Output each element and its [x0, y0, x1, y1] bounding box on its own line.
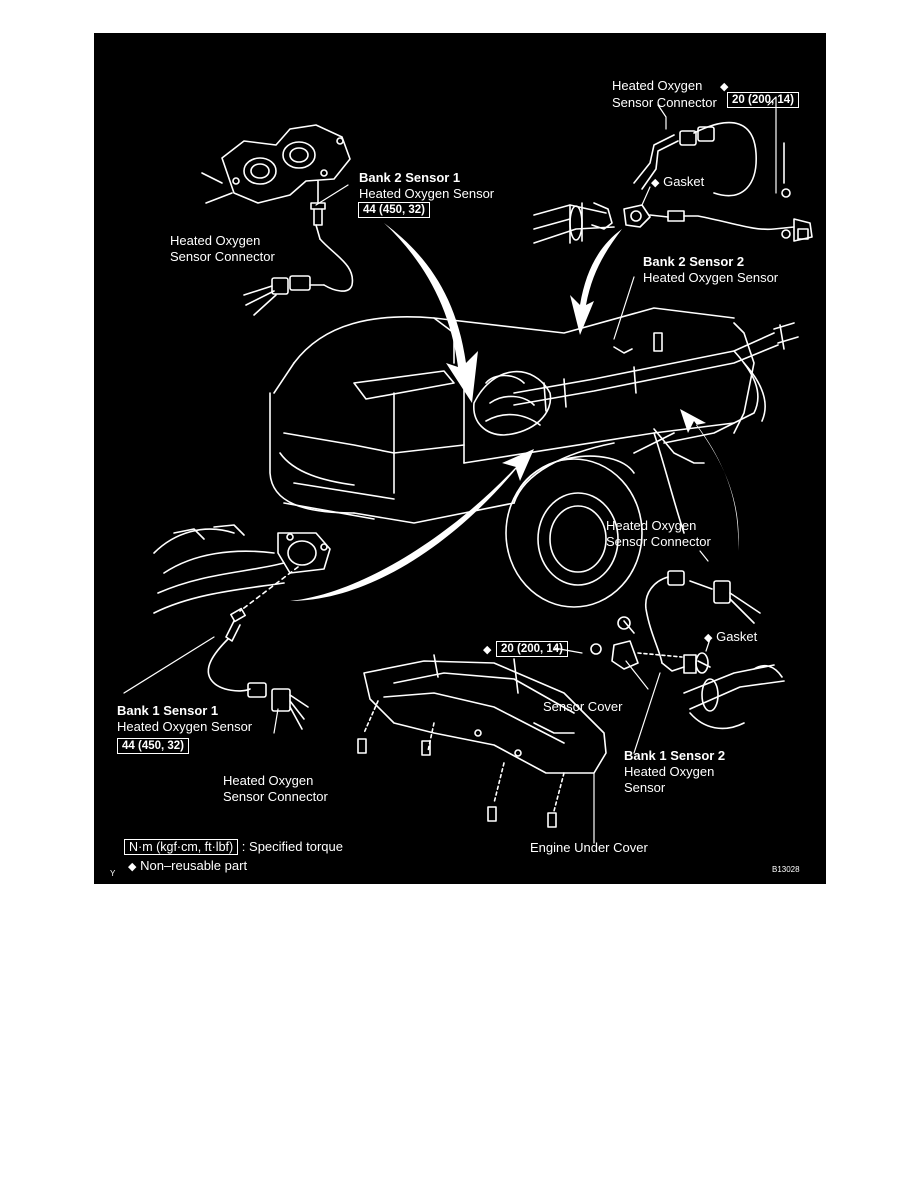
- bank1-sensor1: [207, 566, 299, 692]
- bank2-manifold-flange: [201, 124, 351, 204]
- bank1-sensor1-title: Bank 1 Sensor 1: [117, 703, 219, 718]
- bank1-sensor2: [590, 616, 711, 674]
- bank1-sensor2-connector: [644, 570, 761, 664]
- exploded-diagram: Bank 2 Sensor 1 Heated Oxygen Sensor 44 …: [94, 33, 826, 884]
- bank1-sensor1-torque-box: 44 (450, 32): [117, 738, 190, 754]
- connector-label-mid-right-line2: Sensor Connector: [606, 534, 711, 549]
- corner-mark: Y: [110, 869, 116, 878]
- bank1-sensor1-label: Bank 1 Sensor 1 Heated Oxygen Sensor: [117, 703, 252, 735]
- connector-label-top-left-line1: Heated Oxygen: [170, 233, 261, 248]
- connector-label-top-right-line2: Sensor Connector: [612, 95, 717, 110]
- bank2-sensor2-label: Bank 2 Sensor 2 Heated Oxygen Sensor: [643, 254, 778, 286]
- legend-torque-text: : Specified torque: [241, 839, 343, 854]
- gasket-label-top-text: Gasket: [663, 174, 705, 189]
- bank2-sensor1-label: Bank 2 Sensor 1 Heated Oxygen Sensor: [359, 170, 494, 202]
- bank2-sensor1-subtitle: Heated Oxygen Sensor: [359, 186, 495, 201]
- bank2-sensor1-title: Bank 2 Sensor 1: [359, 170, 461, 185]
- connector-label-mid-right: Heated Oxygen Sensor Connector: [606, 518, 711, 550]
- nonreusable-diamond-icon: ◆: [483, 644, 492, 656]
- gasket-label-top: ◆ Gasket: [651, 174, 704, 191]
- connector-label-top-right: Heated Oxygen ◆ Sensor Connector: [612, 78, 728, 111]
- bank1-sensor1-subtitle: Heated Oxygen Sensor: [117, 719, 253, 734]
- bank2-sensor2-subtitle: Heated Oxygen Sensor: [643, 270, 779, 285]
- cover-torque-box: 20 (200, 14): [496, 641, 569, 657]
- bank2-sensor1: [310, 180, 354, 292]
- legend-nonreusable-text: Non–reusable part: [140, 858, 248, 873]
- connector-label-top-left: Heated Oxygen Sensor Connector: [170, 233, 275, 265]
- bank1-exhaust-pipe: [683, 664, 785, 730]
- legend-torque-box: N·m (kgf·cm, ft·lbf): [124, 839, 239, 855]
- connector-label-top-left-line2: Sensor Connector: [170, 249, 275, 264]
- vehicle-front: [269, 307, 755, 534]
- engine-under-cover: [357, 654, 607, 828]
- connector-label-mid-right-line1: Heated Oxygen: [606, 518, 697, 533]
- gasket-label-bottom: ◆ Gasket: [704, 629, 757, 646]
- cover-torque-diamond: ◆: [483, 641, 491, 658]
- bank2-sensor1-torque-box: 44 (450, 32): [358, 202, 431, 218]
- legend-nonreusable: ◆ Non–reusable part: [128, 858, 247, 875]
- bank1-sensor2-subtitle-line2: Sensor: [624, 780, 666, 795]
- sensor-cover-label: Sensor Cover: [543, 699, 623, 714]
- diagram-illustration: [123, 96, 813, 844]
- bank2-sensor2-title: Bank 2 Sensor 2: [643, 254, 745, 269]
- bank1-sensor1-connector: [247, 682, 309, 730]
- location-arrows: [290, 223, 739, 601]
- bank1-sensor2-label: Bank 1 Sensor 2 Heated Oxygen Sensor: [624, 748, 725, 796]
- connector-label-bottom-left-line1: Heated Oxygen: [223, 773, 314, 788]
- leader-lines: [123, 96, 777, 844]
- front-wheel: [505, 455, 643, 608]
- connector-label-bottom-left-line2: Sensor Connector: [223, 789, 328, 804]
- figure-id: B13028: [772, 865, 800, 874]
- bank1-manifold: [153, 524, 331, 614]
- bank2-sensor1-connector: [243, 275, 325, 316]
- nonreusable-diamond-icon: ◆: [651, 177, 660, 189]
- connector-label-bottom-left: Heated Oxygen Sensor Connector: [223, 773, 328, 805]
- bank2-sensor2-assembly: [533, 121, 813, 244]
- bank1-sensor2-title: Bank 1 Sensor 2: [624, 748, 726, 763]
- nonreusable-diamond-icon: ◆: [128, 861, 137, 873]
- exhaust-pipe-in-car: [513, 322, 799, 464]
- engine-under-cover-label: Engine Under Cover: [530, 840, 648, 855]
- connector-top-right-torque-box: 20 (200, 14): [727, 92, 800, 108]
- nonreusable-diamond-icon: ◆: [719, 81, 729, 93]
- bank1-sensor2-subtitle-line1: Heated Oxygen: [624, 764, 715, 779]
- nonreusable-diamond-icon: ◆: [704, 632, 713, 644]
- legend-torque: N·m (kgf·cm, ft·lbf) : Specified torque: [124, 839, 343, 855]
- gasket-label-bottom-text: Gasket: [716, 629, 758, 644]
- connector-label-top-right-line1: Heated Oxygen: [612, 78, 703, 93]
